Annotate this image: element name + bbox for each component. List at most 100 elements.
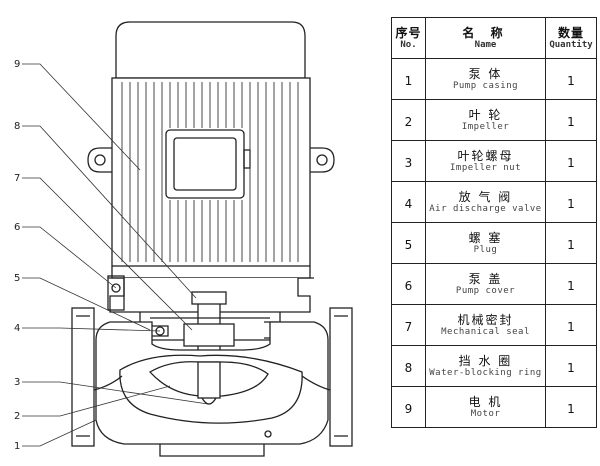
header-name: 名 称 Name (425, 17, 546, 59)
motor-cooling-fins (121, 82, 299, 262)
table-header-row: 序号 No. 名 称 Name 数量 Quantity (391, 17, 597, 59)
header-name-en: Name (474, 39, 497, 50)
part-name-en: Pump cover (455, 285, 516, 296)
part-no: 3 (391, 140, 426, 182)
leader-2 (22, 385, 171, 417)
header-no-zh: 序号 (395, 25, 422, 40)
part-name-en: Impeller nut (449, 162, 522, 173)
flow-passages (93, 375, 331, 391)
part-qty-value: 1 (567, 155, 575, 170)
part-no-value: 7 (404, 319, 413, 334)
terminal-box-cover (173, 137, 237, 191)
part-name-en: Motor (470, 408, 501, 419)
part-no: 8 (391, 345, 426, 387)
header-no: 序号 No. (391, 17, 426, 59)
part-no: 4 (391, 181, 426, 223)
part-qty: 1 (545, 345, 597, 387)
part-name-zh: 泵 盖 (468, 271, 503, 286)
part-qty-value: 1 (567, 401, 575, 416)
part-no: 7 (391, 304, 426, 346)
leader-lines (22, 63, 209, 447)
part-name-zh: 叶 轮 (468, 107, 503, 122)
part-name-zh: 泵 体 (468, 66, 503, 81)
terminal-box (165, 129, 245, 199)
seal-housing (183, 323, 235, 347)
part-qty: 1 (545, 99, 597, 141)
part-no-value: 4 (404, 196, 413, 211)
part-name-en: Water-blocking ring (429, 367, 542, 378)
part-qty: 1 (545, 222, 597, 264)
leader-4 (22, 327, 161, 332)
part-no-value: 5 (404, 237, 413, 252)
part-qty: 1 (545, 386, 597, 428)
part-no: 9 (391, 386, 426, 428)
part-name-zh: 叶轮螺母 (457, 148, 514, 163)
motor (87, 21, 335, 279)
part-name-en: Pump casing (452, 80, 519, 91)
part-qty: 1 (545, 181, 597, 223)
bracket-bolt-left-head (111, 283, 121, 293)
drain-plug (264, 430, 272, 438)
pump-casing (71, 307, 353, 457)
callout-5: 5 (14, 273, 20, 284)
leader-1 (22, 419, 97, 447)
impeller-hub (197, 361, 221, 399)
motor-flange (111, 266, 311, 279)
air-valve-body (150, 325, 169, 337)
motor-top-cap (115, 21, 306, 79)
part-name-zh: 螺 塞 (468, 230, 503, 245)
part-no-value: 6 (404, 278, 413, 293)
right-lug (310, 147, 335, 173)
callout-8: 8 (14, 121, 20, 132)
header-qty-zh: 数量 (557, 25, 584, 40)
callout-6: 6 (14, 222, 20, 233)
callout-1: 1 (14, 441, 20, 452)
leader-5 (22, 277, 151, 331)
part-qty: 1 (545, 304, 597, 346)
pump-assembly-drawing: 9 8 7 6 5 4 3 2 1 (14, 21, 353, 457)
leader-8 (22, 125, 197, 299)
part-no: 2 (391, 99, 426, 141)
part-qty: 1 (545, 58, 597, 100)
outlet-flange (329, 307, 353, 447)
bracket-bolt-left (107, 275, 125, 311)
part-qty: 1 (545, 140, 597, 182)
part-qty-value: 1 (567, 360, 575, 375)
part-qty-value: 1 (567, 196, 575, 211)
part-name-en: Air discharge valve (429, 203, 542, 214)
left-lug (87, 147, 112, 173)
part-name-zh: 挡 水 圈 (458, 353, 513, 368)
part-qty-value: 1 (567, 319, 575, 334)
header-qty: 数量 Quantity (545, 17, 597, 59)
header-qty-en: Quantity (549, 39, 593, 50)
part-no: 6 (391, 263, 426, 305)
part-name-zh: 机械密封 (457, 312, 514, 327)
impeller-nut (201, 397, 217, 405)
part-qty-value: 1 (567, 278, 575, 293)
callout-4: 4 (14, 323, 20, 334)
part-no-value: 2 (404, 114, 413, 129)
part-name-zh: 放 气 阀 (458, 189, 513, 204)
part-qty: 1 (545, 263, 597, 305)
part-name-zh: 电 机 (468, 394, 503, 409)
part-qty-value: 1 (567, 237, 575, 252)
casing-base (159, 444, 265, 457)
callout-7: 7 (14, 173, 20, 184)
part-no-value: 8 (404, 360, 413, 375)
right-lug-hole (316, 154, 328, 166)
leader-7 (22, 177, 193, 331)
